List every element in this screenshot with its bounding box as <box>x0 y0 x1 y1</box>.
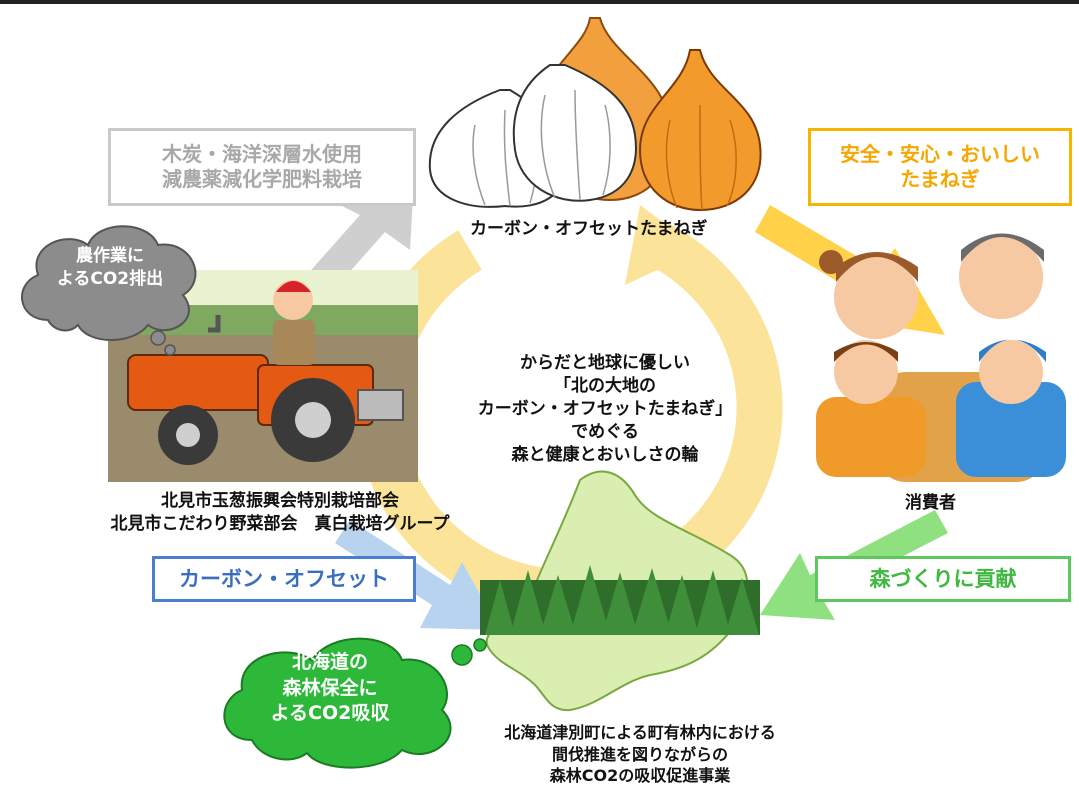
carbon-offset-box: カーボン・オフセット <box>152 556 416 602</box>
emission-cloud <box>21 225 197 356</box>
onion-illustration <box>428 17 762 212</box>
farming-method-line-2: 減農薬減化学肥料栽培 <box>162 167 362 191</box>
safety-line-1: 安全・安心・おいしい <box>840 142 1040 166</box>
cycle-line-1: からだと地球に優しい <box>520 353 690 373</box>
forest-caption: 北海道津別町による町有林内における 間伐推進を図りながらの 森林CO2の吸収促進… <box>440 722 840 787</box>
cycle-line-5: 森と健康とおいしさの輪 <box>511 444 699 465</box>
tractor-illustration <box>127 280 404 465</box>
family-illustration <box>816 233 1066 482</box>
emission-line-1: 農作業に <box>76 246 144 266</box>
forest-caption-line-1: 北海道津別町による町有林内における <box>504 723 776 742</box>
absorption-line-2: 森林保全に <box>282 676 378 699</box>
cycle-center-text: からだと地球に優しい 「北の大地の カーボン・オフセットたまねぎ」 でめぐる 森… <box>430 352 780 467</box>
forest-caption-line-2: 間伐推進を図りながらの <box>551 744 728 764</box>
absorption-bubble-text: 北海道の 森林保全に よるCO2吸収 <box>255 650 405 727</box>
safety-line-2: たまねぎ <box>900 167 980 191</box>
absorption-line-1: 北海道の <box>291 651 368 673</box>
farmer-caption-line-1: 北見市玉葱振興会特別栽培部会 <box>161 491 399 511</box>
hokkaido-forest-map <box>480 470 760 712</box>
top-border <box>0 0 1079 4</box>
absorption-line-3: よるCO2吸収 <box>270 702 390 725</box>
cycle-line-2: 「北の大地の <box>554 375 656 396</box>
cycle-line-3: カーボン・オフセットたまねぎ」 <box>477 398 733 419</box>
farmer-caption-line-2: 北見市こだわり野菜部会 真白栽培グループ <box>110 513 450 534</box>
emission-bubble-text: 農作業に よるCO2排出 <box>55 245 165 291</box>
consumer-caption: 消費者 <box>905 493 956 513</box>
farming-method-box: 木炭・海洋深層水使用 減農薬減化学肥料栽培 <box>108 128 416 206</box>
farming-method-line-1: 木炭・海洋深層水使用 <box>162 142 362 166</box>
forest-caption-line-3: 森林CO2の吸収促進事業 <box>549 766 731 786</box>
farmer-caption: 北見市玉葱振興会特別栽培部会 北見市こだわり野菜部会 真白栽培グループ <box>70 490 490 536</box>
emission-line-2: よるCO2排出 <box>56 268 164 289</box>
cycle-line-4: でめぐる <box>571 421 639 442</box>
safety-box: 安全・安心・おいしい たまねぎ <box>808 128 1072 206</box>
forest-contribution-box: 森づくりに貢献 <box>815 556 1071 602</box>
onion-caption: カーボン・オフセットたまねぎ <box>470 219 708 239</box>
absorption-cloud <box>223 637 487 769</box>
